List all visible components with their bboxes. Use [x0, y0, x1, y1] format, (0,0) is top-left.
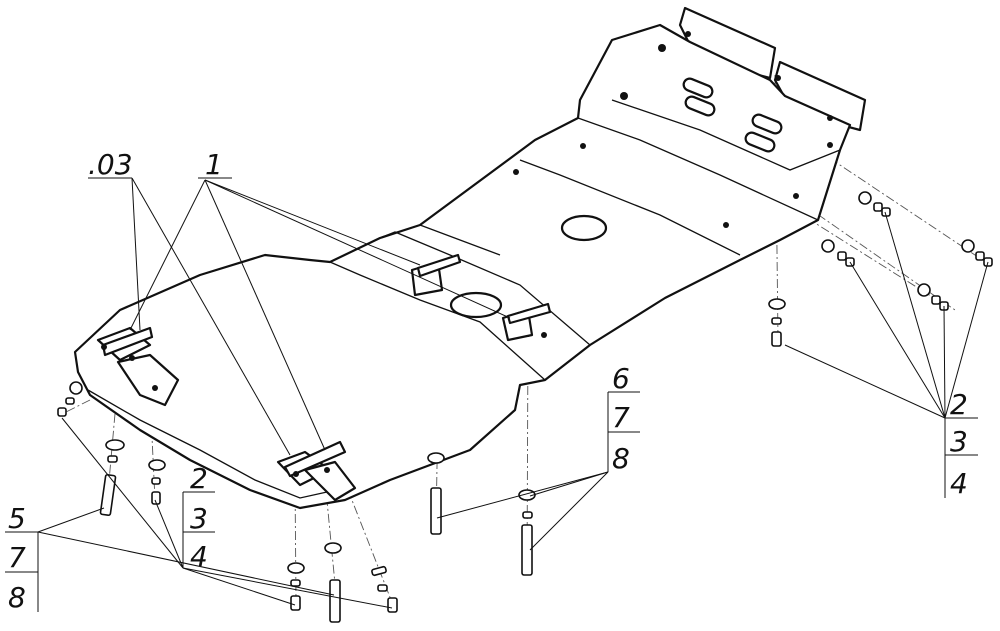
label-part-3-left: 3	[190, 502, 208, 535]
label-part-7-left: 7	[8, 541, 26, 574]
skid-plate	[73, 6, 867, 510]
label-part-6: 6	[612, 362, 630, 395]
bracket-front-right	[276, 440, 357, 502]
label-part-2-right: 2	[950, 388, 968, 421]
part-labels: .03 1 2 3 4 2 3 4 5 7 8 6 7 8	[8, 148, 968, 614]
leader-lines	[5, 177, 989, 612]
label-part-03: .03	[88, 148, 133, 181]
bracket-mid-right	[501, 302, 552, 342]
label-part-1: 1	[205, 148, 223, 181]
label-part-5: 5	[8, 502, 26, 535]
bracket-front-left	[96, 326, 180, 407]
label-part-4-right: 4	[950, 467, 968, 500]
label-part-2-left: 2	[190, 462, 208, 495]
label-part-4-left: 4	[190, 540, 208, 573]
bracket-mid-left	[410, 253, 462, 297]
label-part-8-left: 8	[8, 581, 26, 614]
label-part-7-mid: 7	[612, 401, 630, 434]
label-part-8-mid: 8	[612, 442, 630, 475]
label-part-3-right: 3	[950, 425, 968, 458]
